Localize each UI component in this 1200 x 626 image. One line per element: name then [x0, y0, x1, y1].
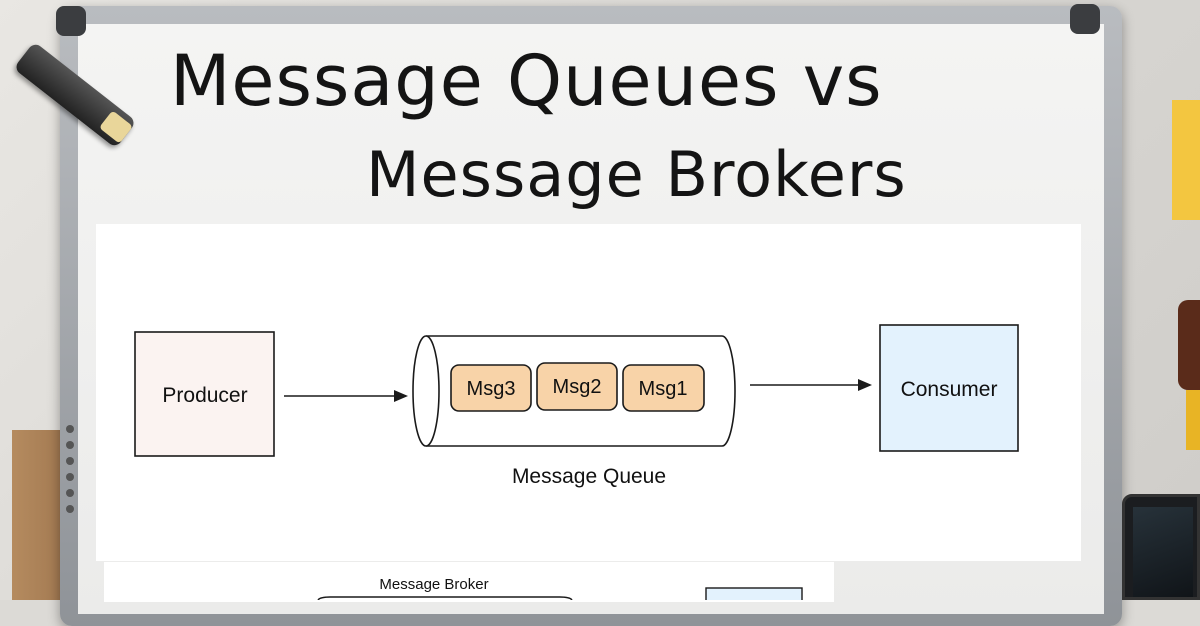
whiteboard-corner-top-left — [56, 6, 86, 36]
message-box — [536, 362, 618, 411]
sticky-note-small — [1186, 390, 1200, 450]
button-dot — [66, 505, 74, 513]
whiteboard-buttons — [66, 425, 76, 513]
button-dot — [66, 489, 74, 497]
message-label: Msg1 — [639, 378, 688, 400]
button-dot — [66, 457, 74, 465]
diagram-svg: Producer Msg3 Msg2 Msg1 Message Queue Co… — [134, 324, 1019, 600]
whiteboard-corner-top-right — [1070, 4, 1100, 34]
queue-label: Message Queue — [512, 465, 666, 488]
producer-label: Producer — [162, 384, 247, 407]
cardboard-box — [12, 430, 62, 600]
button-dot — [66, 441, 74, 449]
broker-box-top-edge — [317, 596, 573, 600]
message-box — [450, 364, 532, 412]
title-line-1: Message Queues vs — [170, 40, 883, 122]
coffee-mug — [1178, 300, 1200, 390]
consumer-box — [879, 324, 1019, 452]
queue-cylinder — [412, 335, 736, 447]
message-box — [622, 364, 705, 412]
phone-screen — [1133, 507, 1193, 597]
button-dot — [66, 425, 74, 433]
title-line-2: Message Brokers — [366, 138, 907, 211]
button-dot — [66, 473, 74, 481]
message-label: Msg3 — [467, 378, 516, 400]
consumer-label: Consumer — [901, 378, 998, 401]
phone-device — [1122, 494, 1200, 600]
broker-consumer-box — [705, 587, 803, 600]
queue-left-cap — [412, 335, 440, 447]
queue-body-lines — [426, 335, 722, 447]
message-label: Msg2 — [553, 376, 602, 398]
broker-label: Message Broker — [379, 576, 488, 593]
sticky-note — [1172, 100, 1200, 220]
queue-right-cap — [721, 335, 736, 447]
producer-box — [134, 331, 275, 457]
